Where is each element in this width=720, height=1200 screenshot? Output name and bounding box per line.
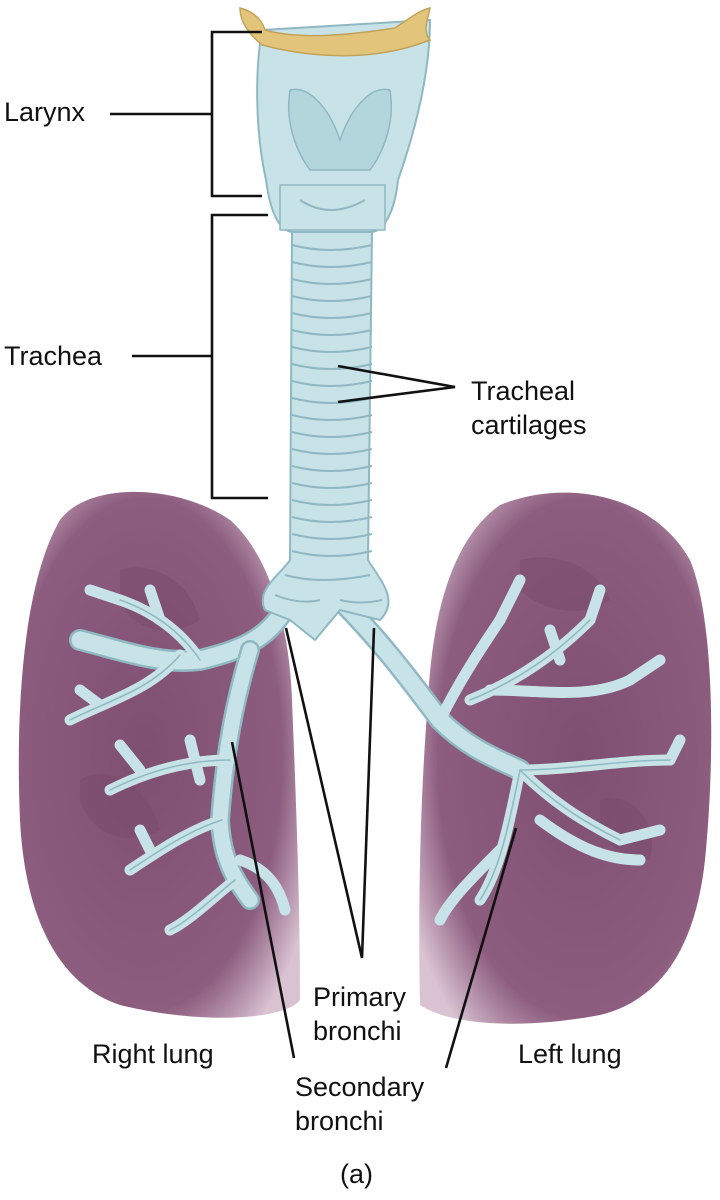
trachea-bracket [210,213,268,500]
panel-label: (a) [340,1159,373,1189]
primary-bronchi-label-line1: Primary [313,982,406,1012]
larynx-label: Larynx [4,97,86,127]
secondary-bronchi-label-line2: bronchi [295,1106,384,1136]
secondary-bronchi-label-line1: Secondary [295,1072,425,1102]
tracheal-cartilages-label-line1: Tracheal [471,376,576,406]
tracheal-cartilages-leader-lines [337,364,456,404]
trachea-label: Trachea [4,341,103,371]
right-lung-label: Right lung [92,1039,214,1069]
larynx-bracket [210,30,262,198]
right-lung-shading [80,567,200,839]
primary-bronchi-leader-lines [284,627,376,959]
right-lung-shape [18,491,301,1018]
secondary-bronchi-leader-line-left [444,827,518,1069]
tracheal-cartilages-label: Tracheal cartilages [471,374,587,442]
primary-bronchi-label-line2: bronchi [313,1016,402,1046]
left-lung-label: Left lung [518,1039,622,1069]
tracheal-cartilages-label-line2: cartilages [471,410,587,440]
right-bronchial-tree [64,584,301,936]
epiglottis [239,7,432,57]
secondary-bronchi-label: Secondary bronchi [295,1070,424,1138]
larynx-structure [256,18,432,233]
primary-bronchi-label: Primary bronchi [313,980,406,1048]
trachea-tube [261,229,390,642]
secondary-bronchi-leader-line-right [230,741,296,1059]
left-bronchial-tree [329,574,686,926]
